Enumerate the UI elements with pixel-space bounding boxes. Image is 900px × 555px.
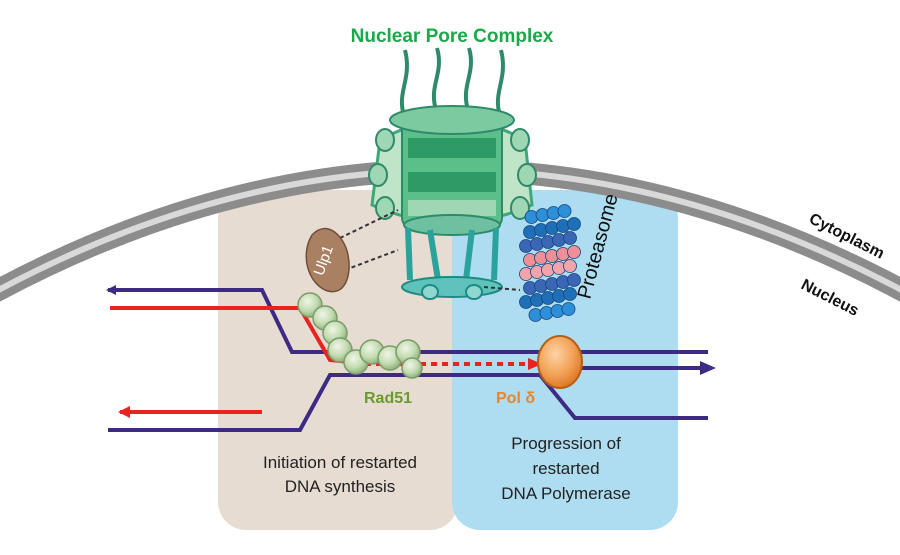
nuclear-pore-complex-label: Nuclear Pore Complex xyxy=(351,26,554,47)
left-panel-caption-line2: DNA synthesis xyxy=(285,477,396,496)
proteasome-subunit xyxy=(563,259,577,273)
right-panel-caption-line1: Progression of xyxy=(511,434,621,453)
proteasome-subunit xyxy=(563,287,577,301)
proteasome-subunit xyxy=(567,245,581,259)
proteasome-subunit xyxy=(561,302,576,316)
right-panel-caption-line2: restarted xyxy=(532,459,599,478)
ulp1-protein xyxy=(305,227,350,293)
rad51-filament xyxy=(297,292,423,379)
dna-strands xyxy=(106,285,716,432)
left-panel-caption-line1: Initiation of restarted xyxy=(263,453,417,472)
proteasome-subunit xyxy=(557,204,572,218)
right-panel-caption-line3: DNA Polymerase xyxy=(501,484,630,503)
proteasome-subunit xyxy=(567,273,581,287)
ulp1-connector-top xyxy=(339,209,399,239)
ulp1-connector-bottom xyxy=(344,249,399,271)
rad51-label: Rad51 xyxy=(364,390,412,407)
proteasome xyxy=(519,204,581,322)
proteasome-subunit xyxy=(563,231,577,245)
pol-delta-enzyme xyxy=(537,335,583,389)
proteasome-subunit xyxy=(567,217,581,231)
pol-delta-label: Pol δ xyxy=(496,390,535,407)
nuclear-pore-complex xyxy=(368,47,537,300)
nucleus-label: Nucleus xyxy=(798,276,861,319)
proteasome-connector xyxy=(483,286,521,291)
